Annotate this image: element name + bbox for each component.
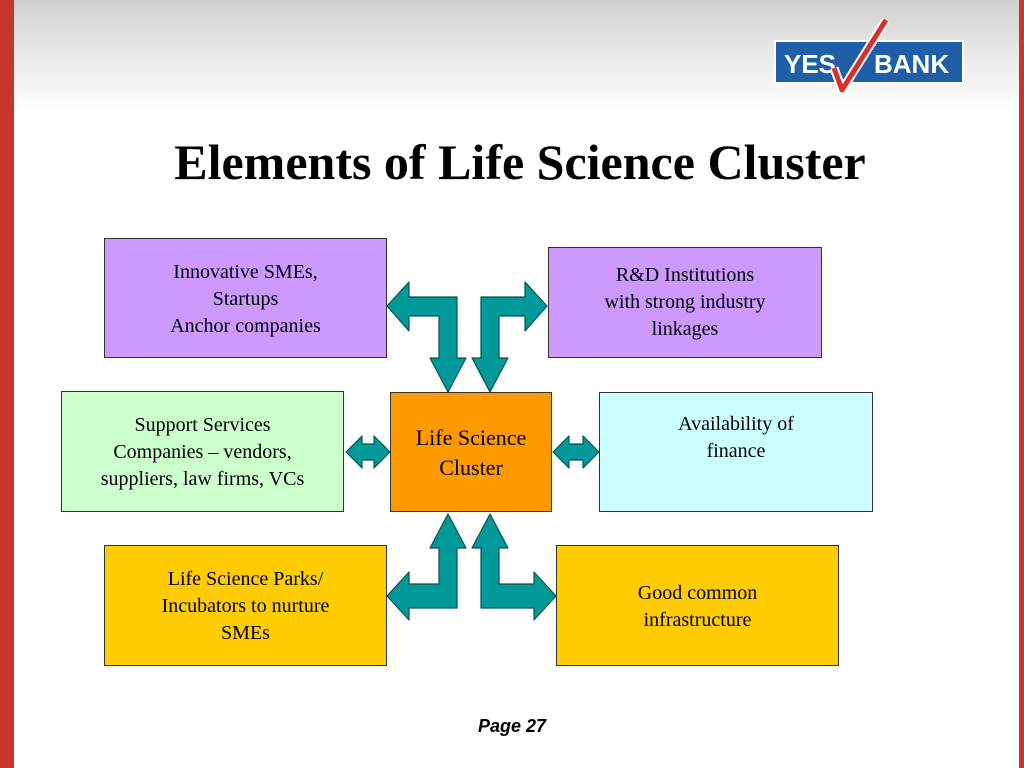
node-line: with strong industry bbox=[604, 291, 766, 313]
arrow-upper-left-icon bbox=[386, 281, 467, 393]
arrow-left-double-icon bbox=[345, 435, 391, 469]
node-line: suppliers, law firms, VCs bbox=[100, 468, 305, 490]
arrow-group bbox=[345, 281, 600, 621]
node-line: Good common bbox=[637, 582, 758, 604]
node-line: R&D Institutions bbox=[615, 264, 755, 286]
node-line: infrastructure bbox=[643, 609, 752, 631]
node-life-science-parks: Life Science Parks/ Incubators to nurtur… bbox=[104, 545, 387, 666]
logo-text-left: YES bbox=[784, 49, 836, 79]
page-number: Page 27 bbox=[477, 716, 547, 736]
node-availability-of-finance: Availability of finance bbox=[599, 392, 873, 512]
center-line: Life Science bbox=[415, 425, 527, 450]
left-accent-bar bbox=[0, 0, 14, 768]
node-line: Availability of bbox=[678, 413, 794, 435]
node-line: Anchor companies bbox=[170, 315, 321, 337]
arrow-lower-right-icon bbox=[471, 513, 557, 621]
logo-tick-icon bbox=[831, 18, 889, 93]
arrow-right-double-icon bbox=[552, 435, 600, 469]
right-accent-bar bbox=[1019, 0, 1024, 768]
node-line: Startups bbox=[212, 288, 279, 310]
node-rnd-institutions: R&D Institutions with strong industry li… bbox=[548, 247, 822, 358]
center-line: Cluster bbox=[439, 455, 503, 480]
node-line: Incubators to nurture bbox=[161, 595, 330, 617]
arrow-upper-right-icon bbox=[471, 281, 548, 393]
node-line: finance bbox=[706, 440, 766, 462]
yes-bank-logo: YES BANK bbox=[774, 18, 964, 95]
node-line: Life Science Parks/ bbox=[167, 568, 324, 590]
node-line: Support Services bbox=[134, 414, 271, 436]
node-line: Companies – vendors, bbox=[113, 441, 292, 463]
node-line: linkages bbox=[651, 318, 719, 340]
node-line: Innovative SMEs, bbox=[173, 261, 318, 283]
node-line: SMEs bbox=[221, 622, 270, 644]
node-innovative-smes: Innovative SMEs, Startups Anchor compani… bbox=[104, 238, 387, 358]
node-good-common-infrastructure: Good common infrastructure bbox=[556, 545, 839, 666]
logo-text-right: BANK bbox=[874, 49, 949, 79]
page-title: Elements of Life Science Cluster bbox=[174, 134, 866, 190]
node-life-science-cluster: Life Science Cluster bbox=[390, 392, 552, 512]
arrow-lower-left-icon bbox=[386, 513, 467, 621]
node-support-services: Support Services Companies – vendors, su… bbox=[61, 391, 344, 512]
